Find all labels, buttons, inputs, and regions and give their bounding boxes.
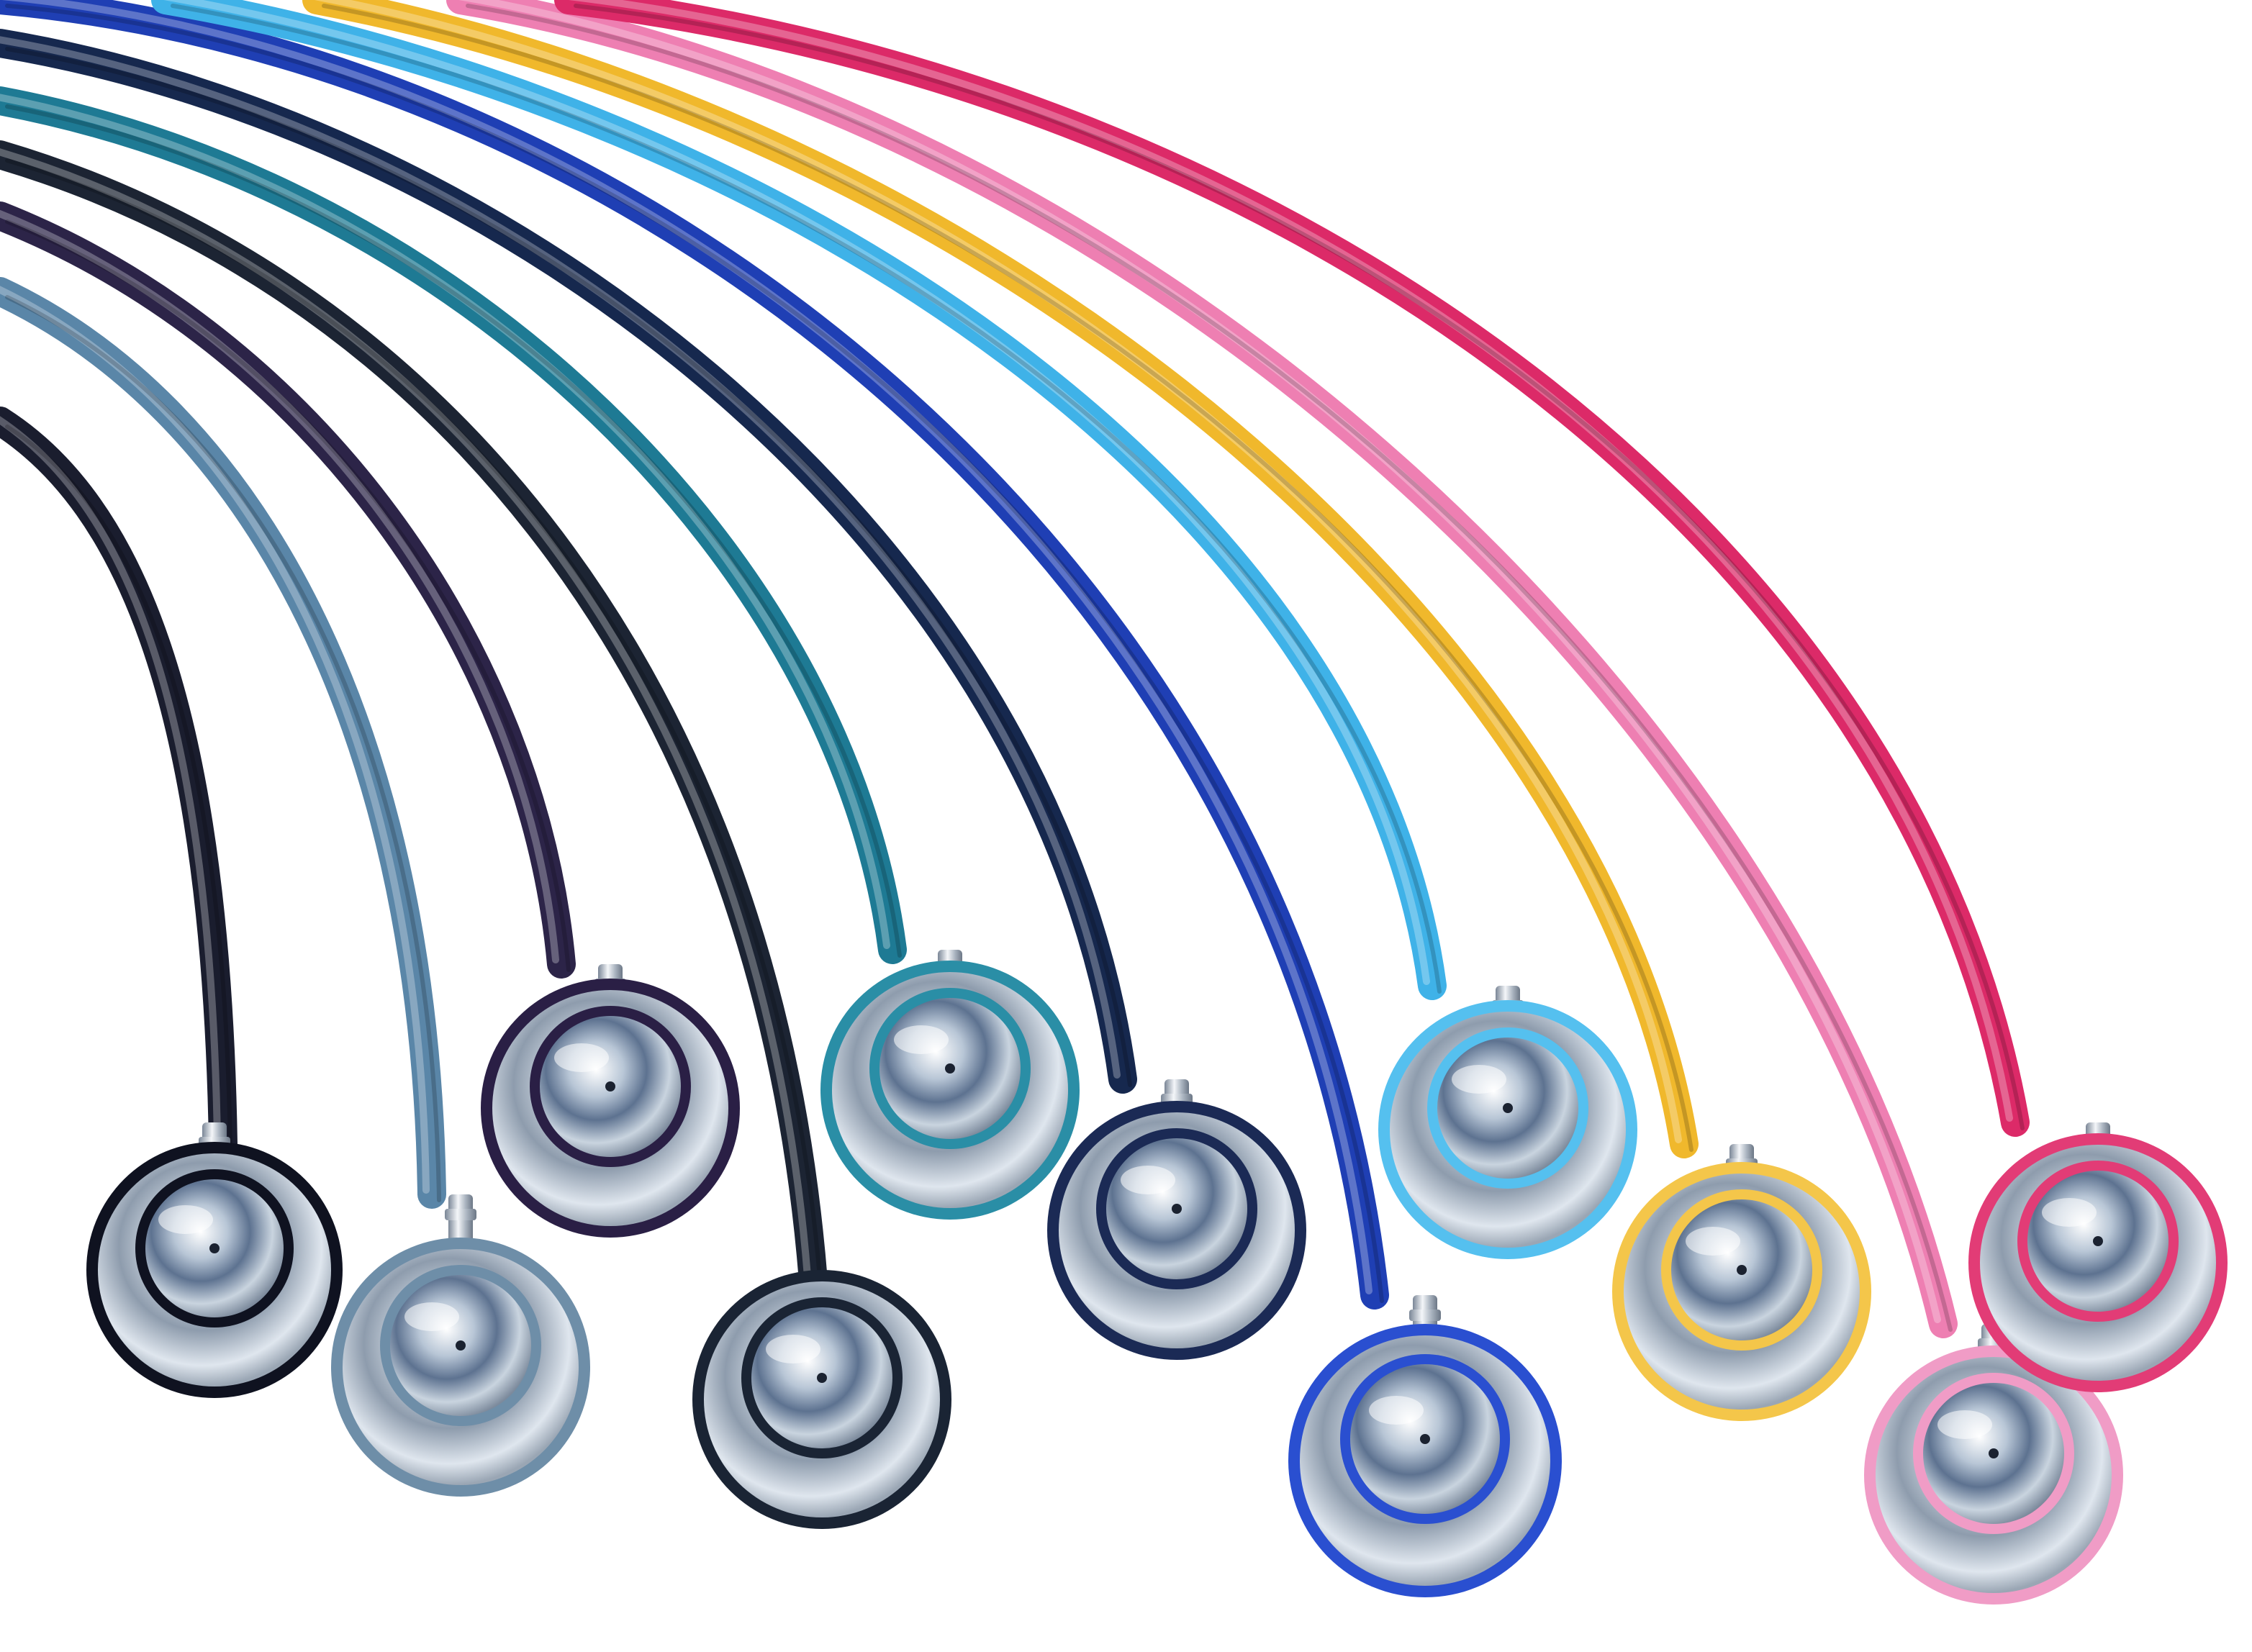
chest-piece-pink <box>1864 1324 2123 1605</box>
chest-piece-sky-blue <box>1378 986 1637 1259</box>
chest-pieces <box>86 950 2228 1605</box>
tube-purple <box>0 201 576 979</box>
chest-piece-royal-blue <box>1288 1295 1562 1597</box>
tube-royal-blue <box>0 0 1389 1310</box>
tube-slate-blue <box>0 277 446 1209</box>
tube-raspberry <box>554 0 2030 1137</box>
chest-piece-dark-navy <box>692 1270 951 1529</box>
chest-piece-navy <box>1047 1079 1306 1360</box>
tube-teal <box>0 86 907 964</box>
chest-piece-slate-blue <box>331 1194 590 1497</box>
tube-dark-navy <box>0 140 828 1295</box>
chest-piece-teal <box>820 950 1080 1220</box>
stethoscope-tubes <box>0 0 2030 1338</box>
tube-yellow <box>302 0 1699 1158</box>
chest-piece-yellow <box>1612 1144 1871 1421</box>
tube-black <box>0 407 238 1158</box>
chest-piece-purple <box>481 964 740 1238</box>
chest-piece-raspberry <box>1968 1122 2228 1392</box>
tube-navy <box>0 29 1137 1094</box>
chest-piece-black <box>86 1122 343 1398</box>
tube-sky-blue <box>151 0 1447 1000</box>
tube-pink <box>446 0 1958 1338</box>
